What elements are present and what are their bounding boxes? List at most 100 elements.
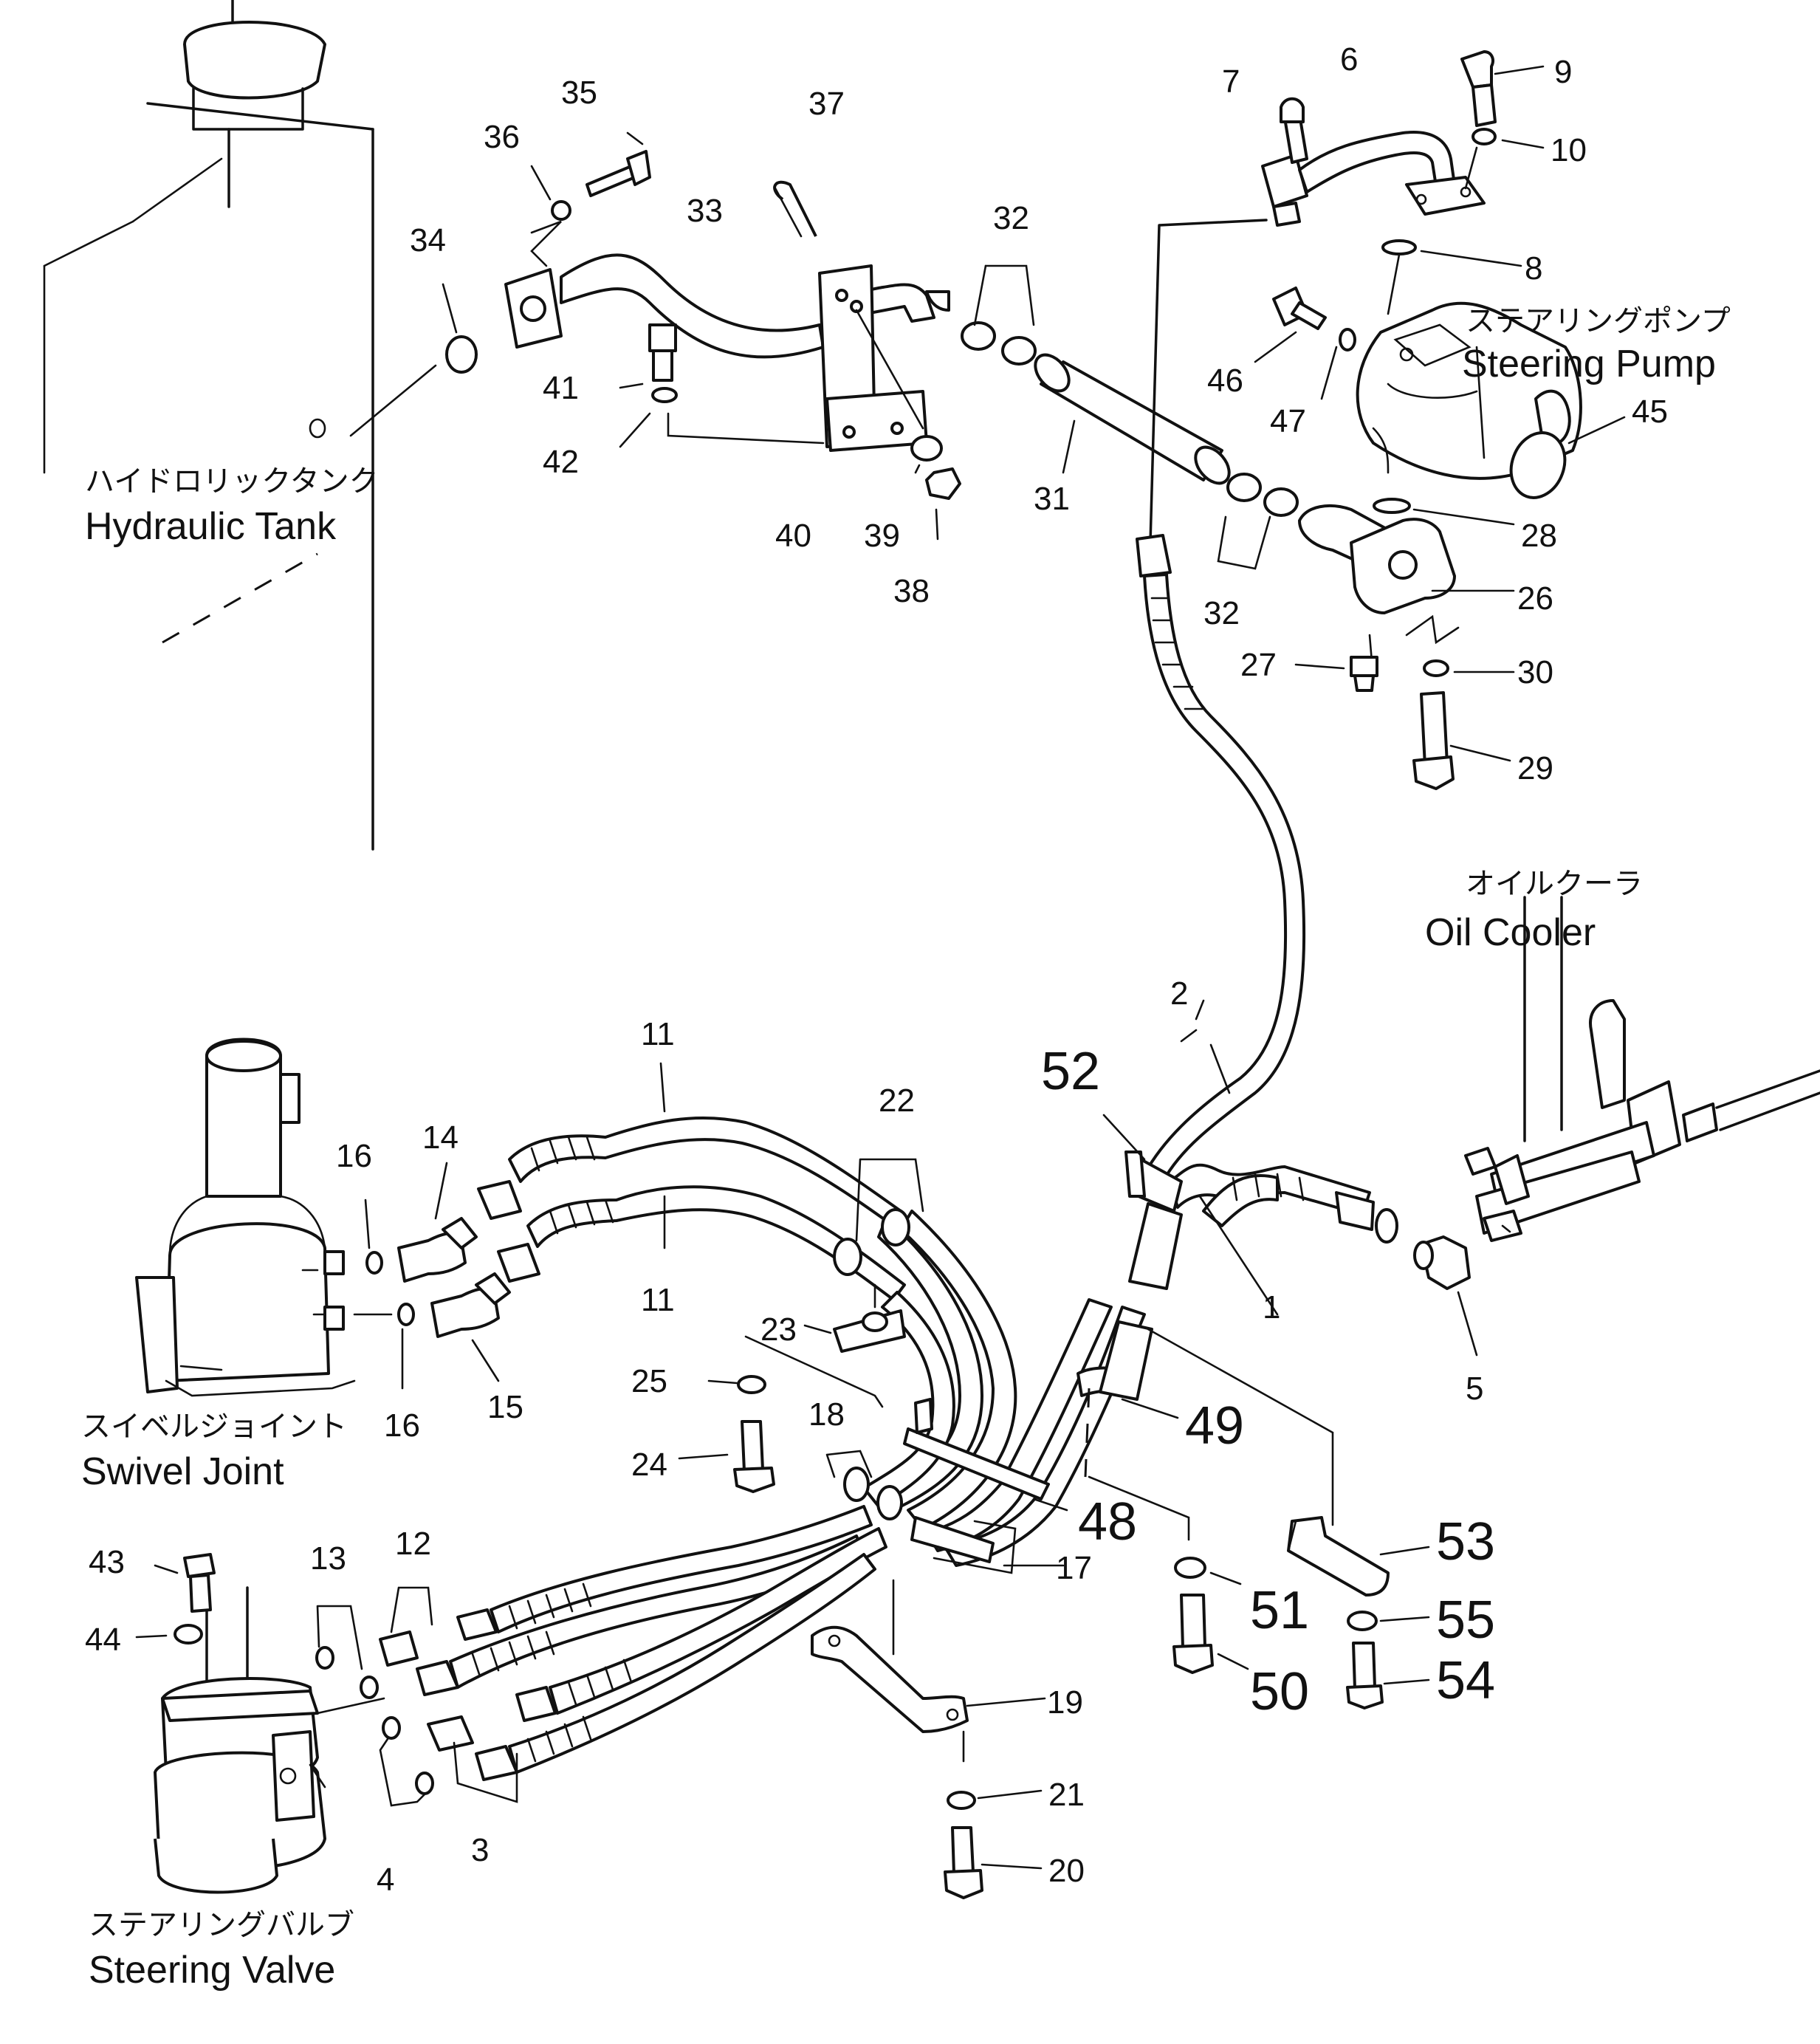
hydraulic-tank-label: Hydraulic Tank xyxy=(85,505,337,548)
callout-24: 24 xyxy=(631,1447,667,1483)
callout-13: 13 xyxy=(310,1540,346,1577)
callout-4: 4 xyxy=(377,1862,394,1898)
bolt-35 xyxy=(586,165,636,197)
bolt-50 xyxy=(1180,1594,1206,1650)
callout-34: 34 xyxy=(410,222,446,258)
clamp-48 xyxy=(903,1427,1050,1501)
callout-3: 3 xyxy=(471,1832,489,1868)
callout-16-lower: 16 xyxy=(384,1407,420,1444)
hose-2 xyxy=(1136,219,1306,1183)
o-ring-4-b xyxy=(415,1772,434,1795)
hydraulic-tank-label-jp: ハイドロリックタンク xyxy=(85,464,379,498)
callout-32-upper: 32 xyxy=(993,200,1029,236)
fitting-12-b xyxy=(427,1715,474,1752)
callout-11-upper: 11 xyxy=(641,1016,675,1052)
callout-43: 43 xyxy=(89,1544,125,1580)
callout-6: 6 xyxy=(1340,41,1358,78)
swivel-joint-drawing xyxy=(135,1038,356,1397)
bolt-43 xyxy=(183,1553,216,1578)
bolt-24 xyxy=(741,1420,764,1472)
callout-8: 8 xyxy=(1525,250,1542,287)
callout-48: 48 xyxy=(1078,1492,1137,1551)
u-bolt-37 xyxy=(773,180,817,237)
clamp-22-a xyxy=(833,1238,862,1276)
callout-18: 18 xyxy=(808,1396,845,1433)
hoses-3 xyxy=(416,1505,887,1781)
clamp-32-a xyxy=(961,321,996,351)
washer-25 xyxy=(737,1375,766,1394)
tube-33-assembly xyxy=(504,220,950,359)
callout-37: 37 xyxy=(808,86,845,122)
o-ring-16-a xyxy=(365,1251,383,1275)
callout-51: 51 xyxy=(1250,1581,1309,1640)
pipe-6-assembly xyxy=(1261,97,1486,227)
callout-50: 50 xyxy=(1250,1662,1309,1721)
callout-36: 36 xyxy=(484,119,520,155)
clamp-18-a xyxy=(843,1467,870,1502)
callout-30: 30 xyxy=(1517,654,1553,690)
callout-9: 9 xyxy=(1554,54,1572,90)
steering-valve-label: Steering Valve xyxy=(89,1949,335,1992)
o-ring-28 xyxy=(1373,498,1411,514)
callout-39: 39 xyxy=(864,518,900,554)
callout-10: 10 xyxy=(1551,132,1587,168)
fitting-12-a xyxy=(379,1630,419,1667)
bolt-41 xyxy=(648,323,677,352)
callout-15: 15 xyxy=(487,1389,523,1425)
clamp-32-b xyxy=(1001,336,1037,366)
steering-pump-drawing xyxy=(1356,301,1582,480)
callout-49: 49 xyxy=(1185,1396,1244,1455)
nut-38 xyxy=(925,467,961,500)
o-ring-34 xyxy=(445,335,478,374)
washer-44 xyxy=(174,1624,203,1645)
callout-28: 28 xyxy=(1521,518,1557,554)
washer-36 xyxy=(551,200,571,221)
callout-12: 12 xyxy=(395,1526,431,1562)
callout-31: 31 xyxy=(1034,481,1070,517)
washer-39 xyxy=(910,435,943,462)
callout-32-lower: 32 xyxy=(1203,595,1240,631)
washer-10 xyxy=(1472,128,1497,145)
steering-pump-label-jp: ステアリングポンプ xyxy=(1466,304,1731,338)
callout-11-lower: 11 xyxy=(641,1282,675,1318)
hydraulic-tank-drawing xyxy=(43,0,437,851)
callout-7: 7 xyxy=(1222,64,1240,100)
bolt-20 xyxy=(951,1826,975,1875)
callout-19: 19 xyxy=(1047,1684,1083,1721)
callout-16-upper: 16 xyxy=(336,1138,372,1174)
o-ring-16-b xyxy=(397,1303,415,1326)
callout-23: 23 xyxy=(760,1311,797,1348)
sleeve-lower xyxy=(1099,1320,1153,1401)
oil-cooler-label-jp: オイルクーラ xyxy=(1466,867,1643,901)
washer-55 xyxy=(1347,1611,1378,1631)
oil-cooler-drawing xyxy=(1464,896,1820,1242)
callout-45: 45 xyxy=(1632,394,1668,430)
elbow-5 xyxy=(1420,1235,1471,1290)
bolt-29 xyxy=(1420,691,1449,767)
swivel-joint-label-jp: スイベルジョイント xyxy=(81,1410,347,1444)
bracket-40 xyxy=(818,264,928,452)
callout-38: 38 xyxy=(893,573,930,609)
callout-44: 44 xyxy=(85,1622,121,1658)
callout-42: 42 xyxy=(543,444,579,480)
elbow-15 xyxy=(430,1287,500,1338)
callout-29: 29 xyxy=(1517,750,1553,786)
bolt-54 xyxy=(1352,1642,1376,1690)
callout-1: 1 xyxy=(1263,1289,1280,1325)
elbow-14 xyxy=(397,1232,467,1283)
callout-46: 46 xyxy=(1207,363,1243,399)
callout-14: 14 xyxy=(422,1119,459,1156)
swivel-joint-label: Swivel Joint xyxy=(81,1450,284,1493)
callout-27: 27 xyxy=(1240,647,1277,683)
o-ring-13-b xyxy=(360,1676,379,1699)
hose-1 xyxy=(1169,1163,1398,1316)
washer-21 xyxy=(947,1791,976,1810)
callout-54: 54 xyxy=(1436,1651,1495,1710)
hose-11-lower xyxy=(497,1185,906,1301)
o-ring-13-a xyxy=(315,1646,334,1670)
callout-52: 52 xyxy=(1041,1042,1100,1101)
bracket-19 xyxy=(811,1625,969,1733)
oil-cooler-label: Oil Cooler xyxy=(1425,911,1596,954)
